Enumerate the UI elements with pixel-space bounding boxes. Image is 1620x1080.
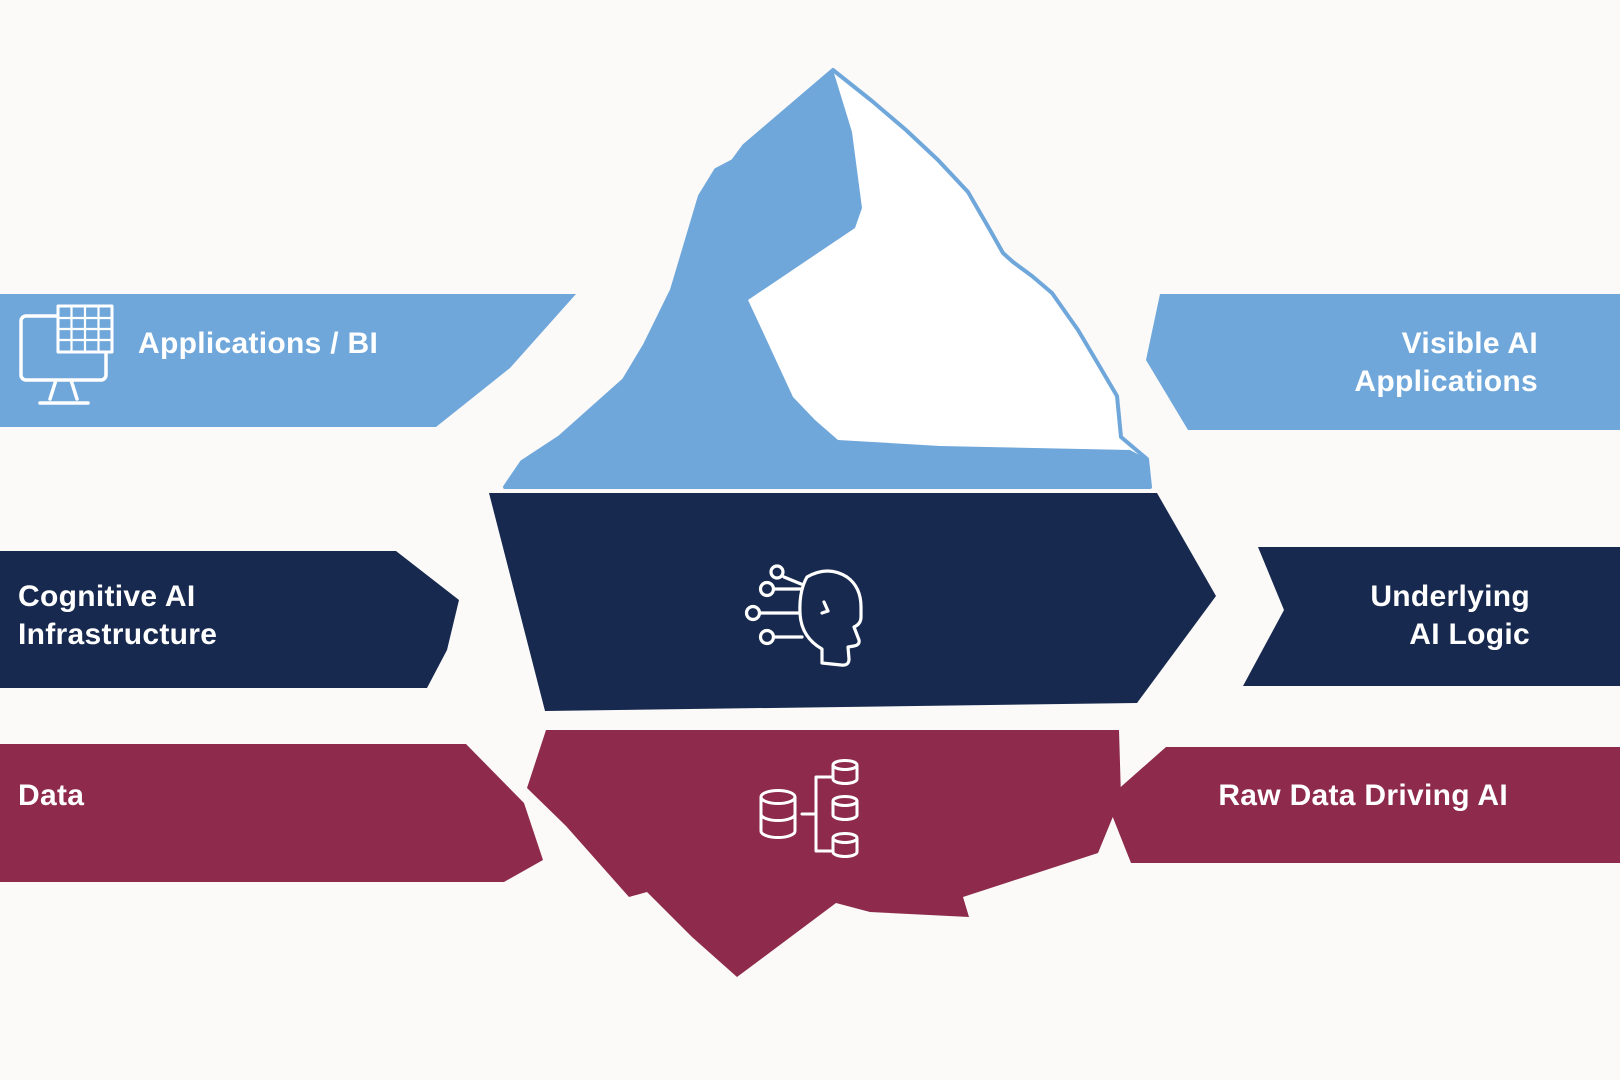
iceberg-peak-fill: [505, 70, 1150, 487]
ai-head-nose-mark: [820, 600, 830, 615]
ai-circuit-node-4: [769, 564, 785, 580]
iceberg-middle-navy: [489, 493, 1216, 711]
db-cylinder-large: [759, 789, 797, 839]
ai-head-icon: [744, 564, 863, 667]
db-connector-bracket: [800, 775, 833, 853]
database-icon: [759, 759, 859, 858]
band-cognitive-left: [0, 551, 459, 688]
ai-circuit-node-2: [744, 604, 762, 622]
band-applications-right: [1146, 294, 1620, 430]
band-applications-left: [0, 294, 576, 427]
ai-circuit-node-3: [758, 628, 776, 646]
label-applications-left: Applications / BI: [138, 327, 379, 360]
label-cognitive-left: Cognitive AI Infrastructure: [18, 580, 218, 651]
monitor-stand: [38, 378, 90, 405]
ai-head-profile: [798, 569, 863, 667]
db-cylinder-small-1: [831, 759, 859, 785]
db-cylinder-small-2: [831, 795, 859, 821]
band-cognitive-right: [1243, 547, 1620, 686]
ai-circuit-lines: [759, 575, 804, 639]
table-grid-lines: [56, 304, 114, 354]
band-data-left: [0, 744, 543, 882]
label-cognitive-right: Underlying AI Logic: [1370, 580, 1530, 651]
db-cylinder-small-3: [831, 832, 859, 858]
iceberg-bottom-maroon: [527, 730, 1121, 977]
ai-circuit-node-1: [758, 580, 776, 598]
label-data-left: Data: [18, 779, 85, 812]
label-applications-right: Visible AI Applications: [1354, 327, 1538, 398]
band-data-right: [1106, 747, 1620, 863]
monitor-table-icon: [19, 304, 114, 405]
label-data-right: Raw Data Driving AI: [1218, 779, 1508, 812]
